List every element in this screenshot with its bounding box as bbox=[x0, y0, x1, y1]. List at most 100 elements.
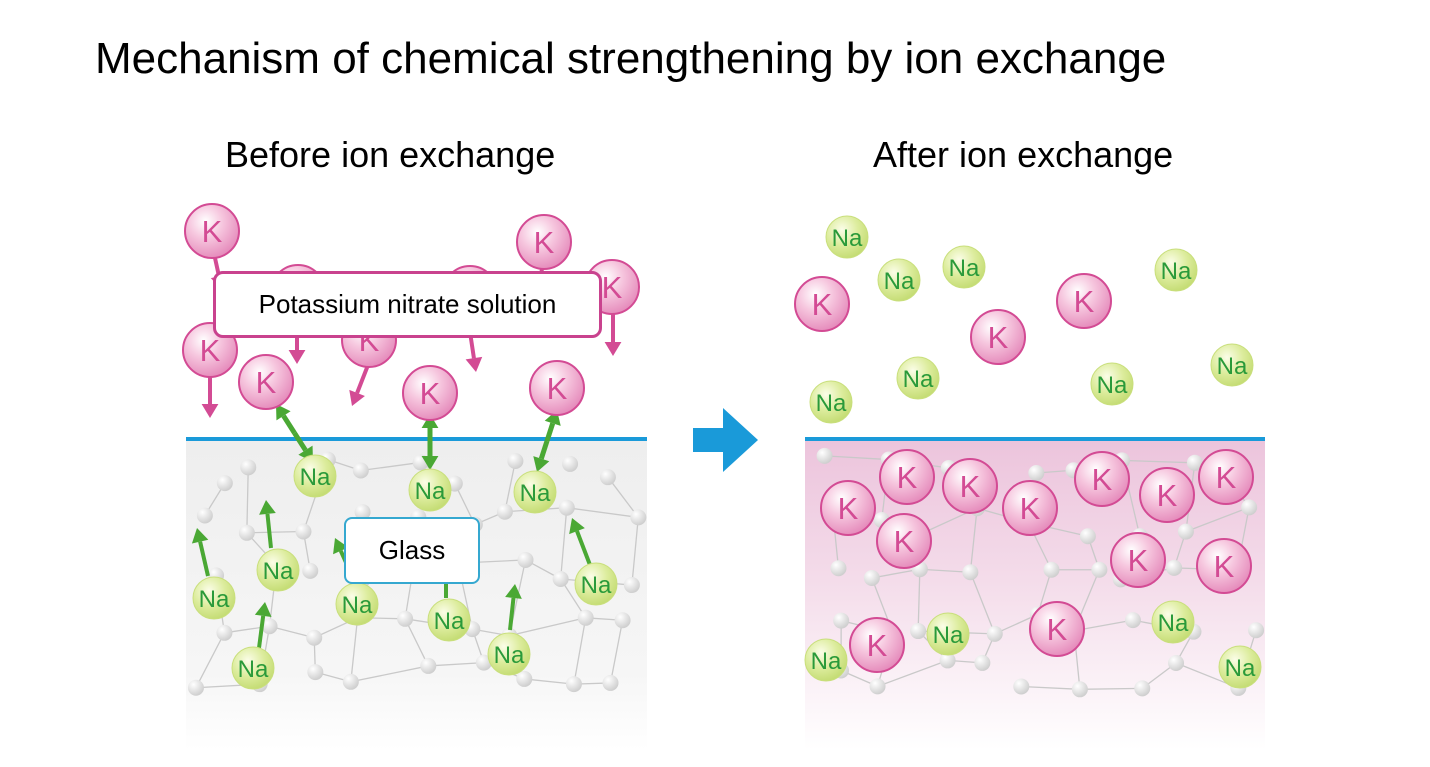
network-atom bbox=[869, 678, 886, 695]
network-bond bbox=[917, 569, 921, 632]
process-arrow bbox=[693, 408, 758, 472]
network-atom bbox=[475, 654, 492, 671]
svg-text:Na: Na bbox=[1161, 258, 1192, 285]
network-atom bbox=[1248, 622, 1265, 639]
svg-text:K: K bbox=[420, 376, 441, 411]
network-atom bbox=[552, 570, 569, 587]
before-heading: Before ion exchange bbox=[225, 134, 556, 175]
sodium-ion: Na bbox=[1218, 645, 1262, 689]
network-bond bbox=[607, 476, 639, 518]
network-atom bbox=[630, 509, 647, 526]
network-atom bbox=[342, 673, 359, 690]
potassium-arrow-down bbox=[465, 331, 483, 372]
sodium-ion: Na bbox=[1090, 362, 1134, 406]
potassium-ion: K bbox=[849, 617, 905, 673]
network-bond bbox=[509, 617, 586, 637]
network-atom bbox=[1177, 523, 1194, 540]
network-atom bbox=[1241, 499, 1258, 516]
network-bond bbox=[350, 665, 429, 683]
potassium-ion: K bbox=[820, 480, 876, 536]
network-bond bbox=[350, 617, 359, 682]
sodium-ion: Na bbox=[896, 356, 940, 400]
svg-text:K: K bbox=[1157, 478, 1178, 513]
network-bond bbox=[824, 455, 889, 461]
svg-text:Na: Na bbox=[933, 622, 964, 649]
network-atom bbox=[295, 523, 312, 540]
network-atom bbox=[1043, 561, 1060, 578]
sodium-ion: Na bbox=[192, 576, 236, 620]
network-atom bbox=[816, 447, 833, 464]
network-atom bbox=[397, 610, 414, 627]
potassium-ion: K bbox=[970, 309, 1026, 365]
potassium-ion: K bbox=[1056, 273, 1112, 329]
network-bond bbox=[195, 632, 226, 689]
network-atom bbox=[1013, 678, 1030, 695]
svg-text:Na: Na bbox=[1225, 655, 1256, 682]
potassium-ion: K bbox=[516, 214, 572, 270]
network-atom bbox=[261, 618, 278, 635]
after-heading: After ion exchange bbox=[873, 134, 1174, 175]
svg-text:K: K bbox=[988, 320, 1009, 355]
svg-text:K: K bbox=[894, 524, 915, 559]
network-bond bbox=[919, 568, 971, 573]
sodium-ion: Na bbox=[809, 380, 853, 424]
potassium-ion: K bbox=[184, 203, 240, 259]
network-atom bbox=[562, 455, 579, 472]
svg-text:K: K bbox=[200, 333, 221, 368]
network-atom bbox=[939, 652, 956, 669]
potassium-ion: K bbox=[876, 513, 932, 569]
svg-text:K: K bbox=[547, 371, 568, 406]
sodium-ion: Na bbox=[487, 632, 531, 676]
network-bond bbox=[360, 461, 421, 472]
svg-text:Na: Na bbox=[342, 592, 373, 619]
potassium-ion: K bbox=[238, 354, 294, 410]
network-atom bbox=[352, 462, 369, 479]
sodium-ion: Na bbox=[574, 562, 618, 606]
network-atom bbox=[1166, 559, 1183, 576]
svg-text:K: K bbox=[534, 225, 555, 260]
network-atom bbox=[187, 679, 204, 696]
network-atom bbox=[602, 674, 619, 691]
network-atom bbox=[307, 664, 324, 681]
network-atom bbox=[420, 657, 437, 674]
sodium-ion: Na bbox=[513, 470, 557, 514]
exchange-arrow bbox=[533, 440, 550, 472]
svg-text:K: K bbox=[602, 270, 623, 305]
svg-text:Na: Na bbox=[811, 648, 842, 675]
svg-text:K: K bbox=[1020, 491, 1041, 526]
network-atom bbox=[240, 459, 257, 476]
potassium-arrow-down bbox=[604, 312, 622, 356]
svg-text:Na: Na bbox=[816, 390, 847, 417]
sodium-ion: Na bbox=[231, 646, 275, 690]
network-atom bbox=[1079, 528, 1096, 545]
sodium-ion: Na bbox=[804, 638, 848, 682]
svg-text:Na: Na bbox=[415, 478, 446, 505]
svg-text:K: K bbox=[1214, 549, 1235, 584]
sodium-arrow-up bbox=[259, 500, 276, 549]
network-bond bbox=[1021, 685, 1080, 690]
svg-text:K: K bbox=[1092, 462, 1113, 497]
network-atom bbox=[516, 670, 533, 687]
page-title: Mechanism of chemical strengthening by i… bbox=[95, 34, 1167, 83]
svg-text:K: K bbox=[960, 469, 981, 504]
potassium-arrow-down bbox=[201, 374, 219, 418]
svg-text:Na: Na bbox=[903, 366, 934, 393]
svg-text:Na: Na bbox=[1158, 610, 1189, 637]
network-atom bbox=[496, 503, 513, 520]
network-bond bbox=[504, 460, 517, 512]
network-bond bbox=[871, 568, 920, 579]
network-atom bbox=[623, 577, 640, 594]
sodium-ion: Na bbox=[1210, 343, 1254, 387]
potassium-ion: K bbox=[402, 365, 458, 421]
svg-text:Na: Na bbox=[199, 586, 230, 613]
network-bond bbox=[566, 507, 639, 519]
network-bond bbox=[428, 661, 484, 667]
network-bond bbox=[609, 620, 624, 684]
sodium-ion: Na bbox=[293, 454, 337, 498]
svg-text:Na: Na bbox=[434, 608, 465, 635]
network-atom bbox=[910, 623, 927, 640]
sodium-ion: Na bbox=[877, 258, 921, 302]
glass-label: Glass bbox=[344, 517, 480, 584]
network-bond bbox=[1122, 459, 1195, 464]
